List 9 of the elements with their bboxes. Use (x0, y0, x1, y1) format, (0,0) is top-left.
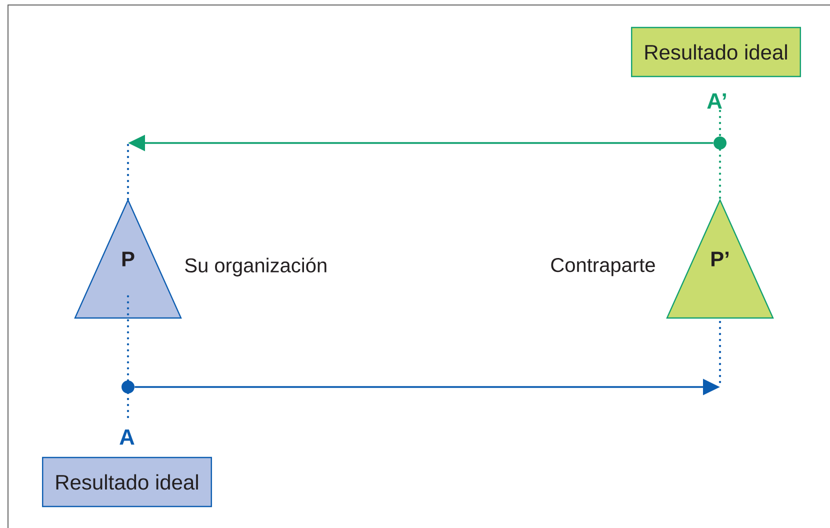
result-box: Resultado ideal (631, 26, 801, 78)
result-box: Resultado ideal (42, 456, 212, 508)
dot (714, 136, 726, 150)
point-label: A’ (707, 93, 726, 109)
side-label: Contraparte (551, 258, 655, 276)
side-label: Su organización (185, 258, 326, 276)
dot (122, 380, 134, 394)
dotted-line (718, 148, 722, 202)
point-label: A (120, 429, 134, 445)
